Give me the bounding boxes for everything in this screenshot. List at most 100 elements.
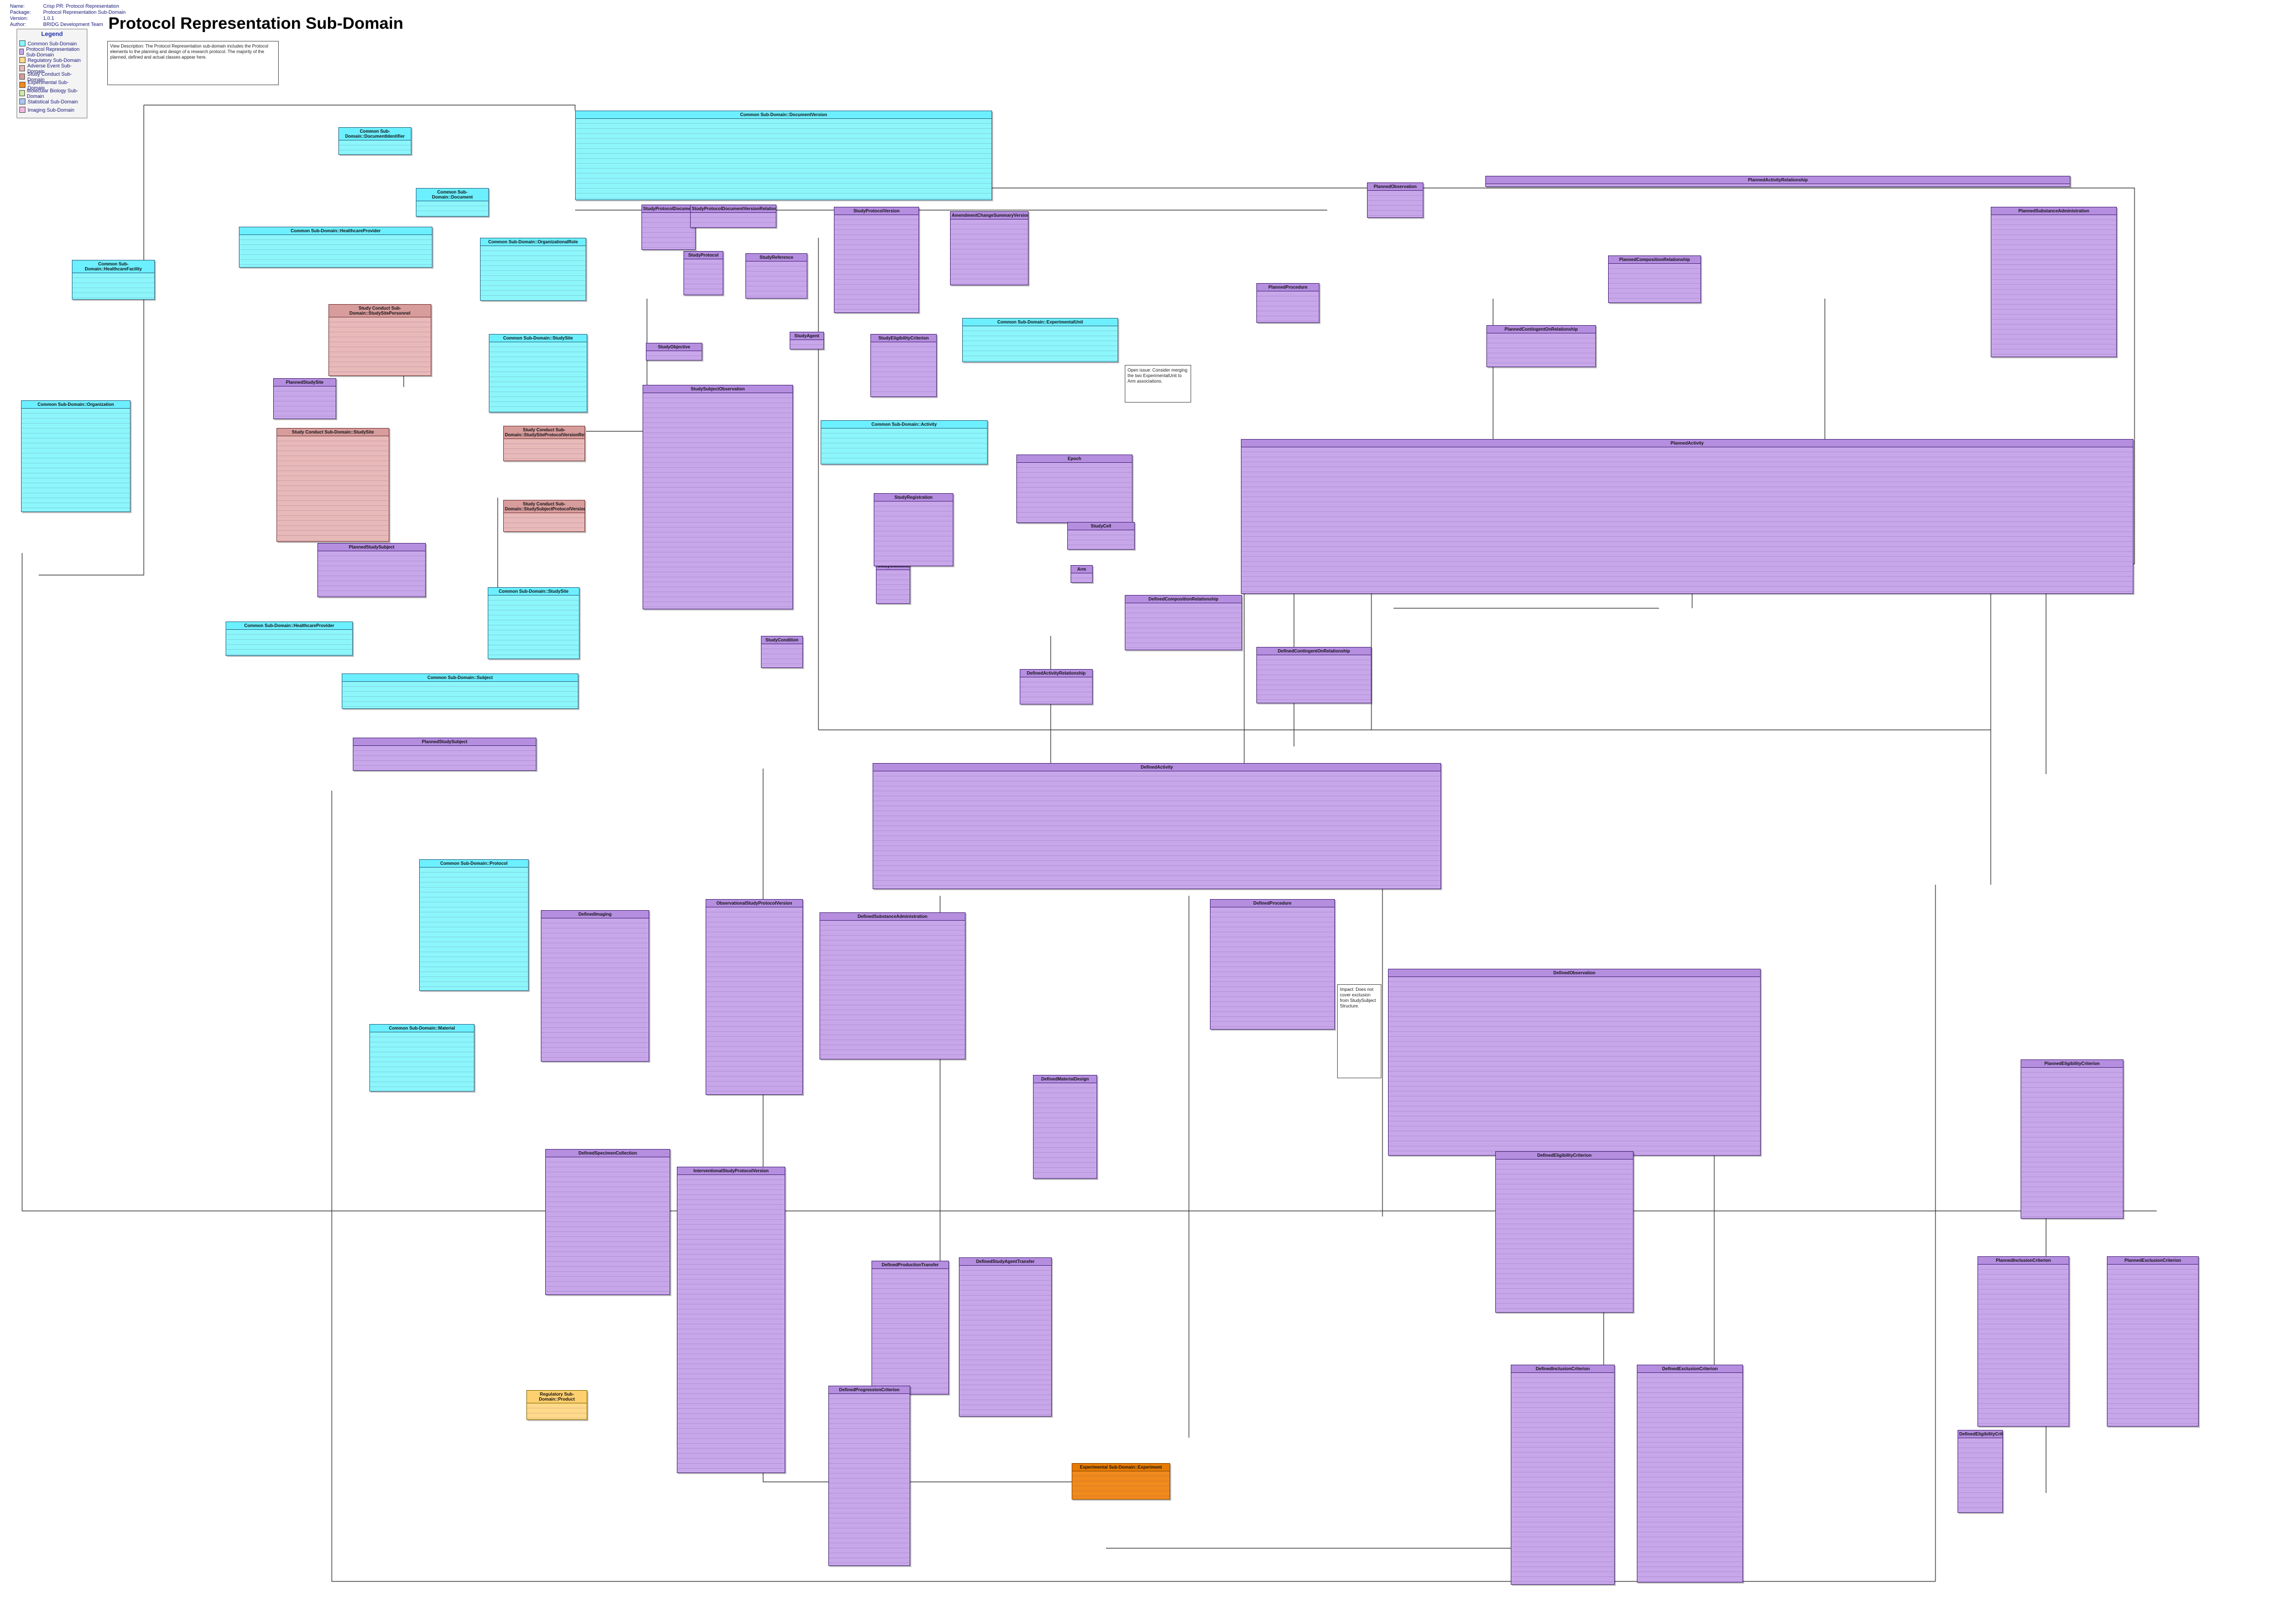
- class-defined-material-design[interactable]: DefinedMaterialDesign: [1033, 1075, 1097, 1179]
- class-defined-study-agent-transfer[interactable]: DefinedStudyAgentTransfer: [959, 1257, 1052, 1417]
- class-organizational-role[interactable]: Common Sub-Domain::OrganizationalRole: [480, 238, 586, 301]
- class-study-condition[interactable]: StudyCondition: [761, 636, 803, 668]
- class-attributes: [684, 259, 723, 295]
- class-healthcare-provider-2[interactable]: Common Sub-Domain::HealthcareProvider: [226, 622, 353, 656]
- class-defined-observation[interactable]: DefinedObservation: [1388, 969, 1761, 1156]
- class-defined-substance-administration[interactable]: DefinedSubstanceAdministration: [820, 912, 966, 1059]
- class-name: DefinedActivity: [873, 764, 1441, 771]
- class-planned-procedure[interactable]: PlannedProcedure: [1256, 283, 1319, 323]
- class-planned-study-subject[interactable]: PlannedStudySubject: [317, 543, 426, 597]
- class-document[interactable]: Common Sub-Domain::Document: [416, 188, 489, 217]
- class-defined-procedure[interactable]: DefinedProcedure: [1210, 899, 1335, 1030]
- class-planned-composition-relationship[interactable]: PlannedCompositionRelationship: [1608, 255, 1701, 303]
- class-epoch[interactable]: Epoch: [1016, 455, 1133, 523]
- class-name: Common Sub-Domain::Activity: [821, 421, 987, 429]
- class-name: DefinedImaging: [541, 911, 649, 918]
- class-study-registration[interactable]: StudyRegistration: [874, 493, 953, 566]
- class-name: Common Sub-Domain::StudySite: [488, 588, 579, 596]
- class-attributes: [329, 317, 431, 375]
- class-healthcare-provider[interactable]: Common Sub-Domain::HealthcareProvider: [239, 227, 432, 268]
- class-planned-substance-administration[interactable]: PlannedSubstanceAdministration: [1991, 207, 2117, 357]
- class-planned-activity[interactable]: PlannedActivity: [1241, 439, 2133, 594]
- class-interventional-study-protocol-version[interactable]: InterventionalStudyProtocolVersion: [677, 1167, 785, 1473]
- class-activity[interactable]: Common Sub-Domain::Activity: [821, 420, 988, 464]
- class-arm[interactable]: Arm: [1071, 565, 1093, 583]
- class-defined-eligibility-criterion[interactable]: DefinedEligibilityCriterion: [1495, 1151, 1634, 1313]
- class-planned-study-subject-2[interactable]: PlannedStudySubject: [353, 738, 536, 771]
- class-name: AmendmentChangeSummaryVersion: [951, 212, 1028, 220]
- class-planned-observation[interactable]: PlannedObservation: [1367, 182, 1423, 218]
- class-study-site[interactable]: Common Sub-Domain::StudySite: [489, 334, 587, 412]
- diagram-title: Protocol Representation Sub-Domain: [108, 14, 404, 33]
- class-defined-activity[interactable]: DefinedActivity: [873, 763, 1441, 889]
- class-attributes: [874, 502, 953, 566]
- class-attributes: [1020, 677, 1092, 704]
- class-planned-exclusion-criterion[interactable]: PlannedExclusionCriterion: [2107, 1256, 2199, 1427]
- class-defined-imaging[interactable]: DefinedImaging: [541, 910, 649, 1062]
- class-study-eligibility-criterion[interactable]: StudyEligibilityCriterion: [870, 334, 937, 397]
- class-attributes: [963, 326, 1118, 362]
- legend-item: Molecular Biology Sub-Domain: [17, 87, 87, 99]
- class-study-site-2[interactable]: Common Sub-Domain::StudySite: [488, 587, 580, 659]
- class-study-reference[interactable]: StudyReference: [745, 253, 807, 299]
- class-planned-inclusion-criterion[interactable]: PlannedInclusionCriterion: [1977, 1256, 2069, 1427]
- class-defined-inclusion-criterion[interactable]: DefinedInclusionCriterion: [1511, 1365, 1615, 1585]
- class-study-site-conduct[interactable]: Study Conduct Sub-Domain::StudySite: [276, 428, 389, 542]
- class-name: PlannedCompositionRelationship: [1609, 256, 1700, 264]
- class-defined-contingent-on-relationship[interactable]: DefinedContingentOnRelationship: [1256, 647, 1371, 703]
- class-observational-study-protocol-version[interactable]: ObservationalStudyProtocolVersion: [706, 899, 803, 1095]
- class-planned-eligibility-criterion[interactable]: PlannedEligibilityCriterion: [2021, 1059, 2123, 1219]
- class-study-protocol-document[interactable]: StudyProtocolDocument: [641, 205, 696, 250]
- class-site-protocol-version-relationship[interactable]: Study Conduct Sub-Domain::StudySiteProto…: [503, 426, 585, 461]
- class-protocol[interactable]: Common Sub-Domain::Protocol: [419, 859, 529, 991]
- class-study-protocol[interactable]: StudyProtocol: [683, 251, 723, 295]
- class-defined-eligibility-criterion-answer[interactable]: DefinedEligibilityCriterionAnswer: [1958, 1430, 2003, 1513]
- class-planned-activity-relationship[interactable]: PlannedActivityRelationship: [1485, 176, 2070, 187]
- class-material[interactable]: Common Sub-Domain::Material: [369, 1024, 474, 1092]
- class-defined-composition-relationship[interactable]: DefinedCompositionRelationship: [1125, 595, 1242, 650]
- class-subject[interactable]: Common Sub-Domain::Subject: [342, 673, 578, 709]
- class-name: DefinedProgressionCriterion: [829, 1386, 910, 1394]
- class-protocol-document-version-relationship[interactable]: StudyProtocolDocumentVersionRelationship: [690, 205, 776, 228]
- legend-item: Common Sub-Domain: [17, 39, 87, 48]
- class-regulatory-product[interactable]: Regulatory Sub-Domain::Product: [526, 1390, 587, 1420]
- class-experiment[interactable]: Experimental Sub-Domain::Experiment: [1072, 1463, 1170, 1500]
- class-experimental-unit[interactable]: Common Sub-Domain::ExperimentalUnit: [962, 318, 1118, 362]
- legend-swatch: [19, 82, 25, 88]
- class-organization[interactable]: Common Sub-Domain::Organization: [21, 400, 131, 512]
- class-name: PlannedEligibilityCriterion: [2021, 1060, 2123, 1068]
- class-defined-progression-criterion[interactable]: DefinedProgressionCriterion: [828, 1386, 910, 1566]
- class-document-version[interactable]: Common Sub-Domain::DocumentVersion: [575, 111, 992, 200]
- class-name: Common Sub-Domain::DocumentIdentifier: [339, 128, 411, 140]
- class-defined-specimen-collection[interactable]: DefinedSpecimenCollection: [545, 1149, 670, 1295]
- legend-item: Statistical Sub-Domain: [17, 97, 87, 106]
- class-amendment-change-summary[interactable]: AmendmentChangeSummaryVersion: [950, 211, 1029, 285]
- legend-label: Experimental Sub-Domain: [27, 79, 69, 91]
- legend-item: Regulatory Sub-Domain: [17, 56, 87, 64]
- class-attributes: [353, 746, 536, 770]
- class-document-identifier[interactable]: Common Sub-Domain::DocumentIdentifier: [338, 127, 411, 155]
- class-planned-study-site[interactable]: PlannedStudySite: [273, 378, 336, 419]
- meta-row-version: Version:1.0.1: [10, 15, 55, 21]
- class-study-protocol-version[interactable]: StudyProtocolVersion: [834, 207, 919, 313]
- legend-item: Adverse Event Sub-Domain: [17, 63, 87, 74]
- class-defined-activity-relationship[interactable]: DefinedActivityRelationship: [1020, 669, 1093, 704]
- class-name: StudyProtocolVersion: [834, 207, 919, 215]
- class-study-agent[interactable]: StudyAgent: [790, 332, 824, 349]
- class-study-subject-observation[interactable]: StudySubjectObservation: [643, 385, 793, 609]
- class-study-cell[interactable]: StudyCell: [1067, 522, 1135, 550]
- class-name: PlannedSubstanceAdministration: [1991, 207, 2116, 215]
- class-study-outcome-measure[interactable]: StudyOutcomeMeasure: [876, 562, 910, 604]
- class-name: DefinedActivityRelationship: [1020, 670, 1092, 677]
- class-planned-contingent-on-relationship[interactable]: PlannedContingentOnRelationship: [1486, 325, 1596, 367]
- class-name: ObservationalStudyProtocolVersion: [706, 900, 802, 907]
- class-study-objective[interactable]: StudyObjective: [646, 343, 702, 361]
- class-attributes: [821, 429, 987, 464]
- class-defined-exclusion-criterion[interactable]: DefinedExclusionCriterion: [1637, 1365, 1743, 1583]
- class-subject-protocol-version-relationship[interactable]: Study Conduct Sub-Domain::StudySubjectPr…: [503, 500, 585, 532]
- legend-label: Molecular Biology Sub-Domain: [27, 87, 79, 99]
- class-name: StudyProtocolDocumentVersionRelationship: [691, 205, 776, 213]
- class-defined-production-transfer[interactable]: DefinedProductionTransfer: [872, 1261, 949, 1395]
- class-study-site-personnel[interactable]: Study Conduct Sub-Domain::StudySitePerso…: [328, 304, 431, 376]
- class-healthcare-facility[interactable]: Common Sub-Domain::HealthcareFacility: [72, 260, 155, 300]
